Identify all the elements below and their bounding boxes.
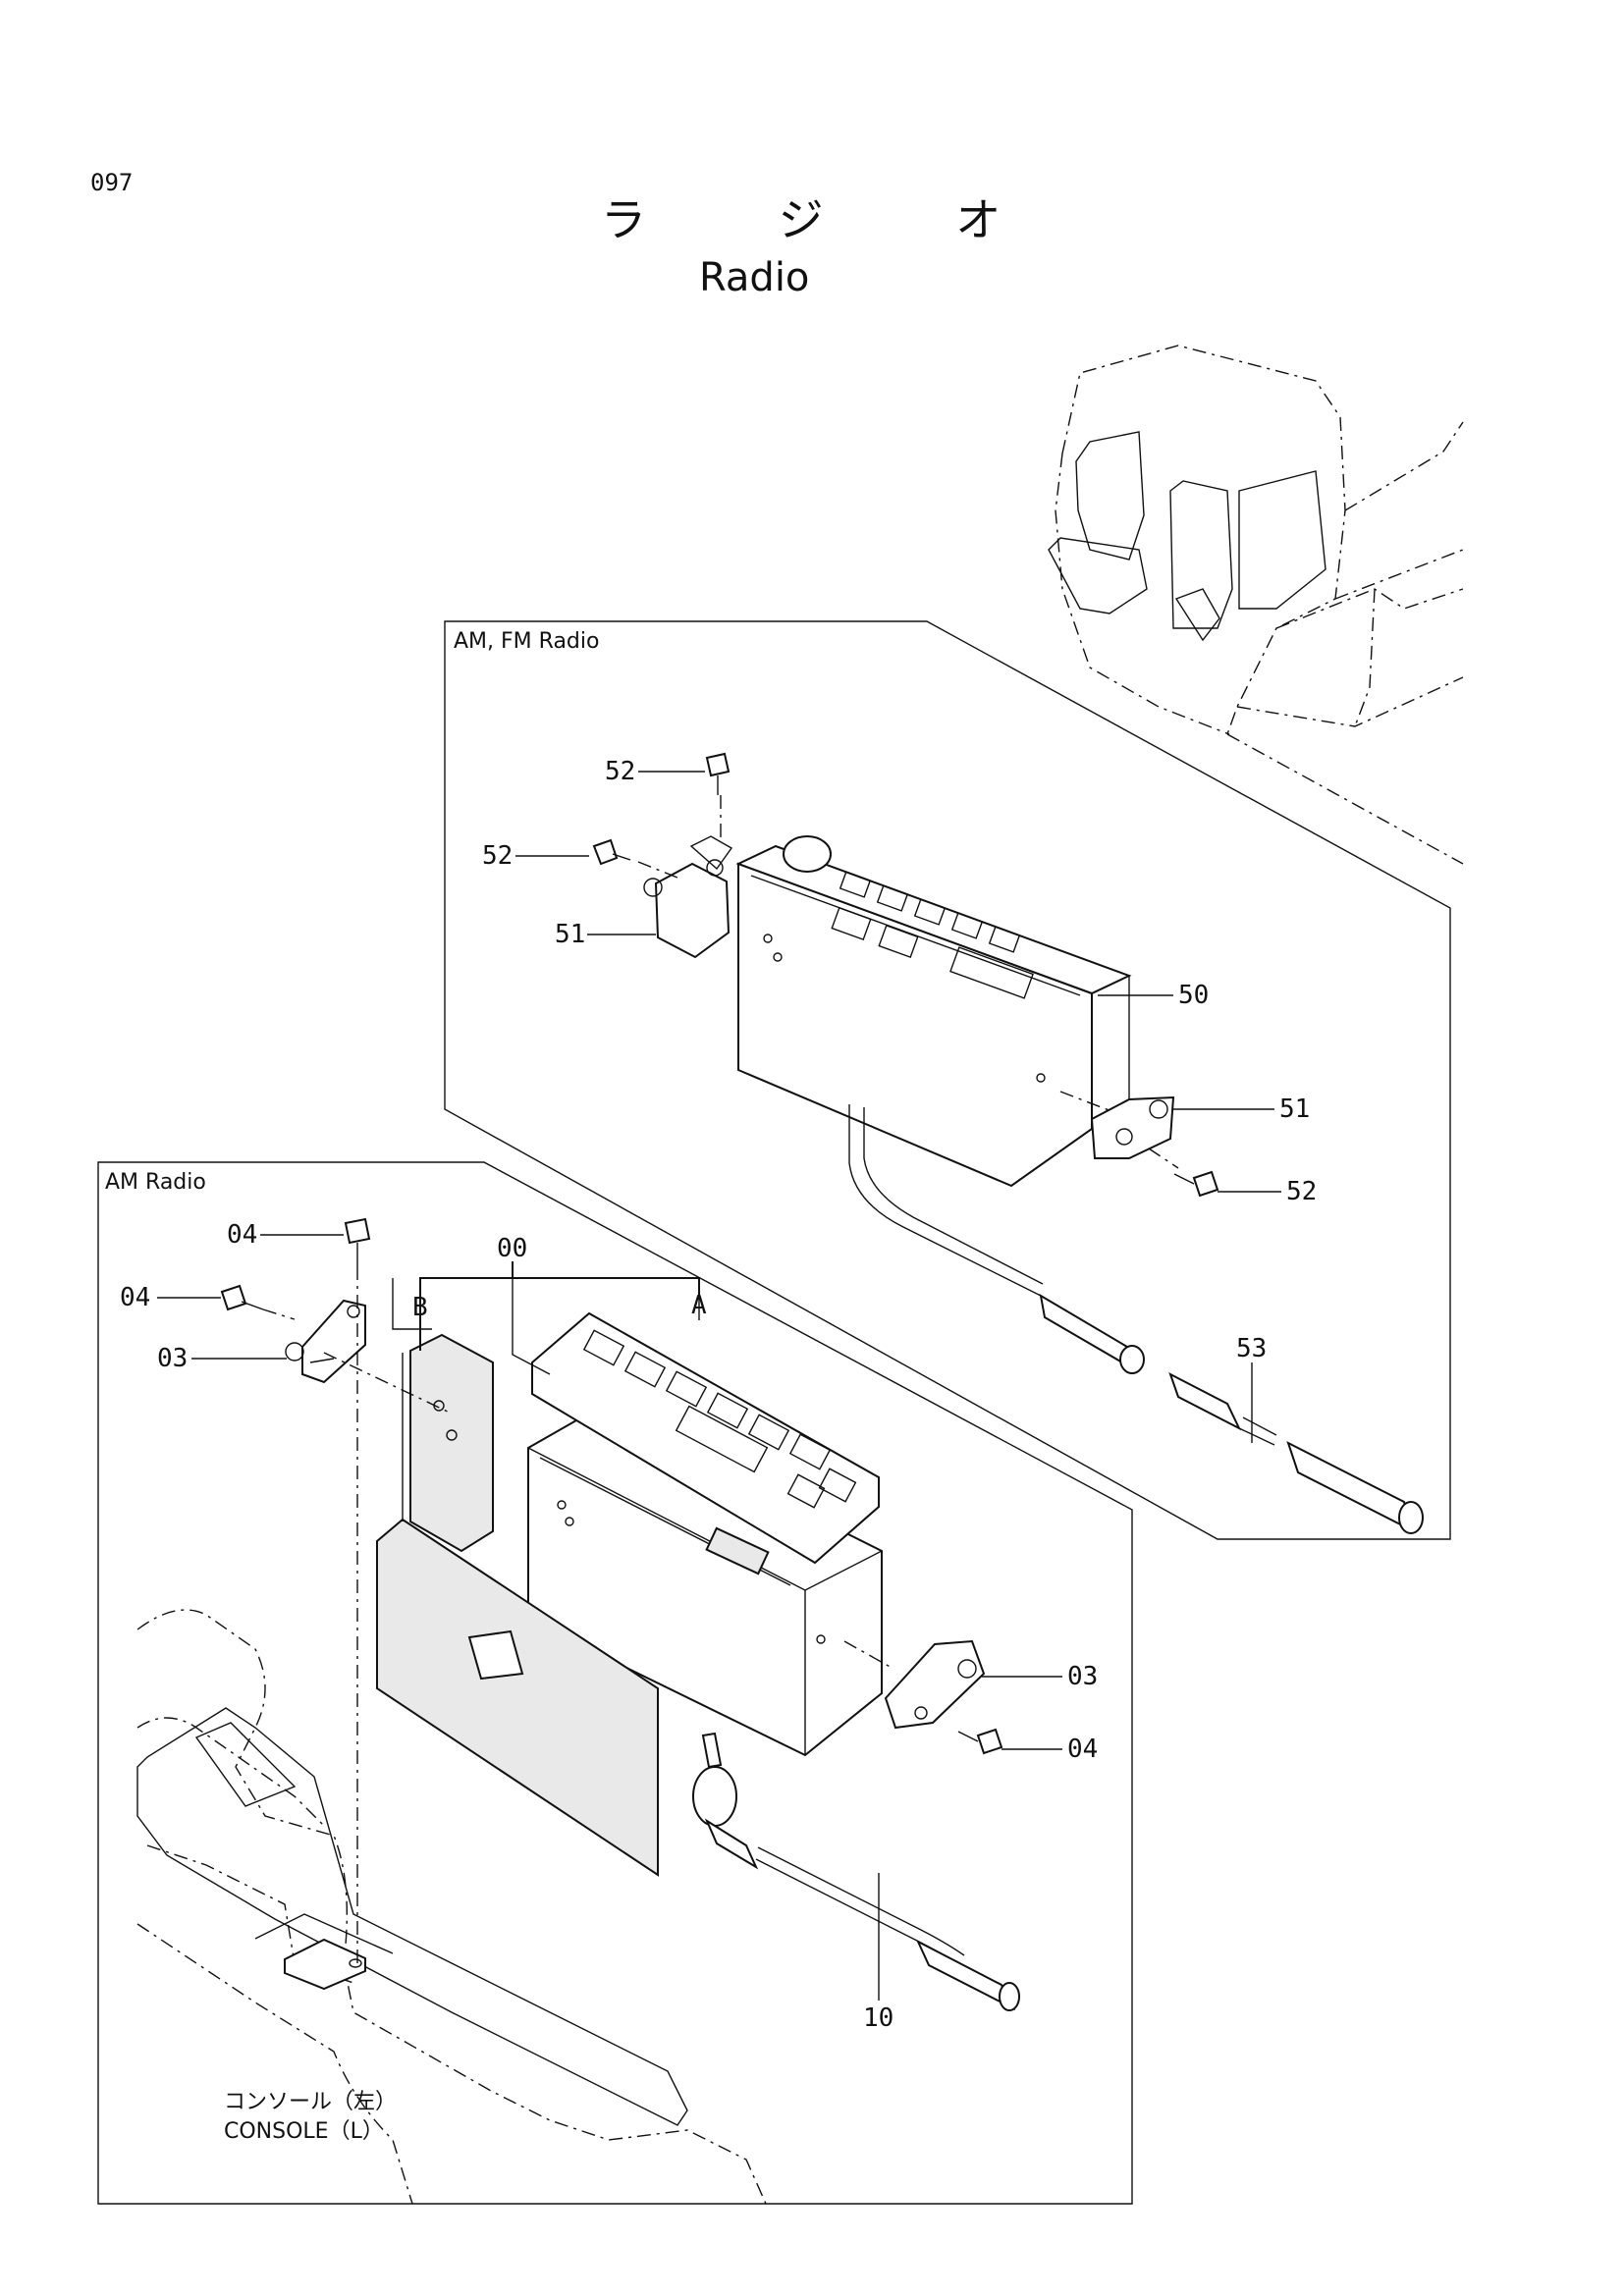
callout-10: 10 [863,2003,893,2033]
callout-00: 00 [497,1234,527,1263]
bolt-04-left [220,1284,264,1311]
console-left-illustration [136,1609,767,2205]
callout-b: B [412,1293,428,1322]
bracket-03-left [285,1299,366,1384]
assembly-00-bracket [392,1261,700,1522]
assembly-centerlines [262,795,1179,1963]
callout-51-left: 51 [555,920,585,949]
callout-03-left: 03 [157,1344,188,1373]
callout-a: A [691,1291,707,1320]
am-fm-radio-unit [735,835,1132,1297]
callout-04-left: 04 [120,1283,150,1312]
callout-53: 53 [1236,1334,1267,1363]
am-radio-label: AM Radio [105,1170,206,1195]
callout-04-top: 04 [227,1220,257,1250]
am-radio-box [527,1407,883,1757]
callout-03-right: 03 [1067,1662,1098,1691]
callout-52-right: 52 [1286,1177,1317,1206]
title-english: Radio [699,255,809,300]
bolt-52-left [592,838,631,866]
am-radio-panel: AM Radio [97,1161,1133,2205]
callout-50: 50 [1178,981,1209,1010]
bolt-04-top [344,1217,371,1266]
callout-labels: 52 52 51 50 51 52 53 04 04 03 00 B A 03 … [120,757,1317,2033]
bolt-52-top [705,752,731,795]
bolt-52-right [1173,1170,1219,1198]
antenna-cable-53 [1039,1294,1424,1534]
radio-faceplate-a [531,1311,880,1565]
console-label-english: CONSOLE（L） [224,2119,384,2144]
radio-panel-b [409,1333,494,1553]
leader-lines [157,771,1281,2001]
excavator-cab-illustration [1048,345,1464,865]
am-fm-radio-panel: AM, FM Radio [444,620,1451,1540]
page-number: 097 [90,169,133,196]
bracket-03-right [884,1639,986,1730]
bracket-51-right [1090,1095,1175,1159]
bolt-04-right [957,1728,1003,1755]
callout-51-right: 51 [1279,1095,1310,1124]
callout-52-left: 52 [482,841,513,871]
bracket-51-left [643,835,733,959]
am-fm-radio-label: AM, FM Radio [454,629,599,654]
console-label-japanese: コンソール（左） [224,2090,397,2114]
lower-trim-panel [376,1518,659,1877]
callout-52-top: 52 [605,757,635,786]
antenna-cable-10 [692,1732,1020,2011]
callout-04-right: 04 [1067,1735,1098,1764]
title-japanese: ラ ジ オ [601,193,1059,246]
